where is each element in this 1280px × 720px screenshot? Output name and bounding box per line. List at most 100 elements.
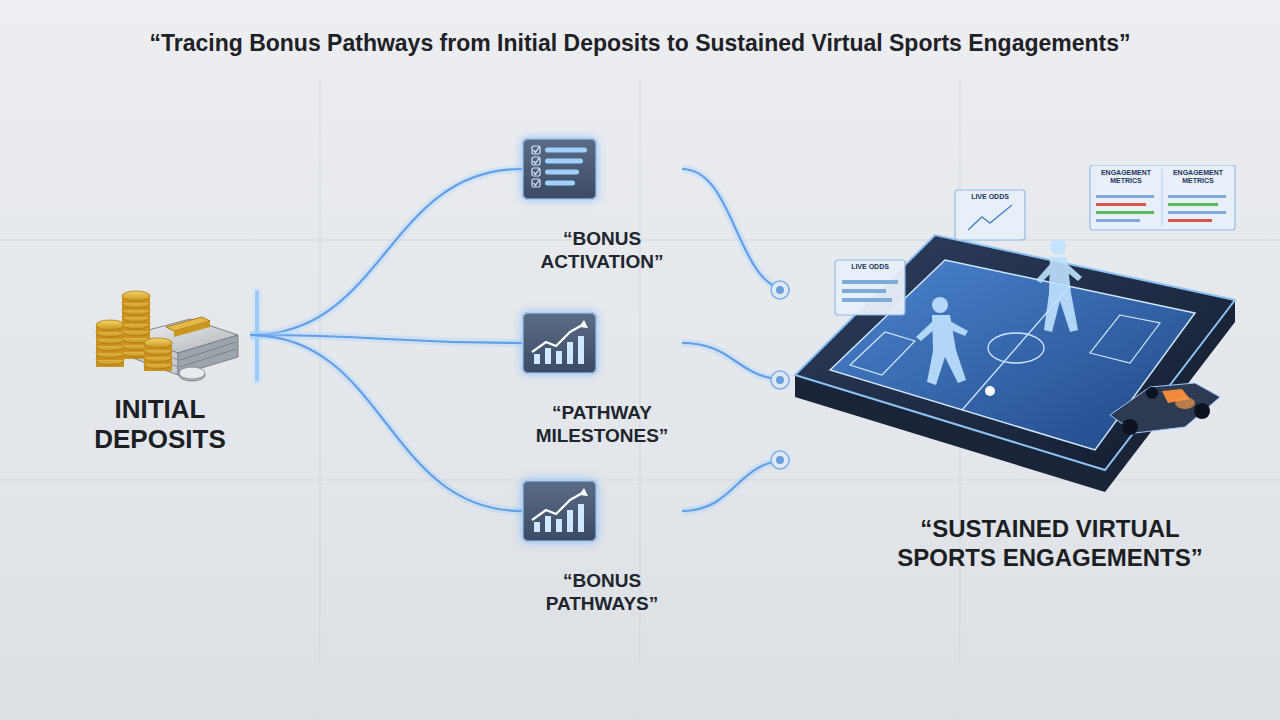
stadium-node: “SUSTAINED VIRTUAL SPORTS ENGAGEMENTS” [790, 165, 1240, 505]
bonus-card [522, 480, 597, 542]
drawn-g [835, 165, 1235, 315]
drawn-polygon [579, 320, 588, 328]
drawn-rect [1096, 211, 1154, 214]
node-label: “BONUS ACTIVATION” [522, 228, 682, 274]
drawn-rect [1096, 203, 1146, 206]
grid-line [320, 80, 321, 720]
flow-connector [250, 169, 522, 335]
drawn-rect [1168, 203, 1218, 206]
node-label: “SUSTAINED VIRTUAL SPORTS ENGAGEMENTS” [880, 515, 1220, 573]
endpoint-dot [776, 376, 784, 384]
drawn-polyline [534, 180, 540, 186]
connector-glow [682, 460, 790, 511]
endpoint-button [771, 371, 789, 389]
drawn-polyline [968, 205, 1012, 230]
drawn-rect [578, 504, 584, 532]
connector-glow [250, 335, 522, 511]
drawn-path [916, 320, 937, 341]
drawn-rect [842, 280, 898, 284]
flow-connector [682, 451, 790, 511]
coin-face [144, 338, 172, 348]
coin-face [122, 291, 150, 301]
drawn-g [1110, 383, 1220, 435]
bonus-card [522, 138, 597, 200]
drawn-path [1063, 262, 1082, 281]
bonus-card [522, 312, 597, 374]
drawn-path [946, 320, 968, 336]
drawn-line [180, 342, 236, 360]
drawn-polyline [534, 169, 540, 175]
drawn-rect [545, 181, 575, 186]
drawn-path [1036, 262, 1055, 283]
drawn-rect [578, 336, 584, 364]
drawn-circle [1122, 419, 1138, 435]
drawn-rect [545, 159, 583, 164]
drawn-rect [545, 348, 551, 364]
drawn-polyline [534, 158, 540, 164]
drawn-polyline [534, 147, 540, 153]
drawn-polygon [795, 235, 1235, 470]
drawn-svg [70, 275, 250, 387]
diagram-title: “Tracing Bonus Pathways from Initial Dep… [0, 30, 1280, 57]
drawn-rect [532, 179, 540, 187]
coin-flat-face [179, 367, 205, 379]
connector-line [250, 169, 522, 335]
drawn-rect [545, 516, 551, 532]
drawn-line [1162, 169, 1163, 226]
drawn-rect [835, 260, 905, 315]
drawn-rect [532, 157, 540, 165]
grid-line [640, 80, 641, 720]
screen-label: ENGAGEMENT METRICS [1164, 169, 1232, 184]
drawn-line [180, 349, 236, 367]
drawn-rect [1090, 165, 1235, 230]
flow-connector [682, 343, 790, 389]
connector-line [682, 169, 790, 290]
drawn-polygon [174, 321, 210, 337]
drawn-svg [522, 480, 597, 542]
stage-card-node: “PATHWAY MILESTONES” [522, 312, 682, 448]
drawn-rect [842, 298, 892, 302]
drawn-rect [1168, 219, 1212, 222]
drawn-rect [955, 190, 1025, 240]
drawn-circle [932, 297, 948, 313]
drawn-svg [790, 165, 1240, 505]
stage-card-node: “BONUS PATHWAYS” [522, 480, 682, 616]
endpoint-button [771, 281, 789, 299]
deposit-node: INITIAL DEPOSITS [70, 275, 250, 455]
drawn-rect [532, 168, 540, 176]
stage-card-node: “BONUS ACTIVATION” [522, 138, 682, 274]
drawn-rect [842, 289, 886, 293]
drawn-circle [985, 386, 995, 396]
node-label: INITIAL DEPOSITS [70, 395, 250, 455]
drawn-polyline [532, 492, 584, 520]
money-icon [70, 275, 250, 387]
drawn-rect [534, 354, 540, 364]
connector-line [682, 460, 790, 511]
drawn-svg [522, 138, 597, 200]
drawn-circle [1146, 387, 1158, 399]
drawn-rect [567, 510, 573, 532]
screen-label: LIVE ODDS [837, 263, 903, 271]
connector-line [250, 335, 522, 511]
drawn-rect [556, 519, 562, 532]
coin-face [96, 320, 124, 330]
node-label: “PATHWAY MILESTONES” [522, 402, 682, 448]
drawn-circle [1194, 403, 1210, 419]
drawn-rect [545, 170, 579, 175]
drawn-polygon [1090, 315, 1160, 363]
drawn-ellipse [988, 333, 1044, 363]
flow-connector [250, 335, 522, 511]
drawn-svg [522, 312, 597, 374]
drawn-polyline [532, 324, 584, 352]
drawn-rect [556, 351, 562, 364]
drawn-rect [532, 146, 540, 154]
screen-label: ENGAGEMENT METRICS [1092, 169, 1160, 184]
drawn-polygon [850, 332, 915, 375]
drawn-polygon [579, 488, 588, 496]
flow-connector [682, 169, 790, 299]
drawn-rect [1096, 195, 1154, 198]
drawn-circle [1050, 239, 1066, 255]
connector-glow [250, 169, 522, 335]
endpoint-button [771, 451, 789, 469]
